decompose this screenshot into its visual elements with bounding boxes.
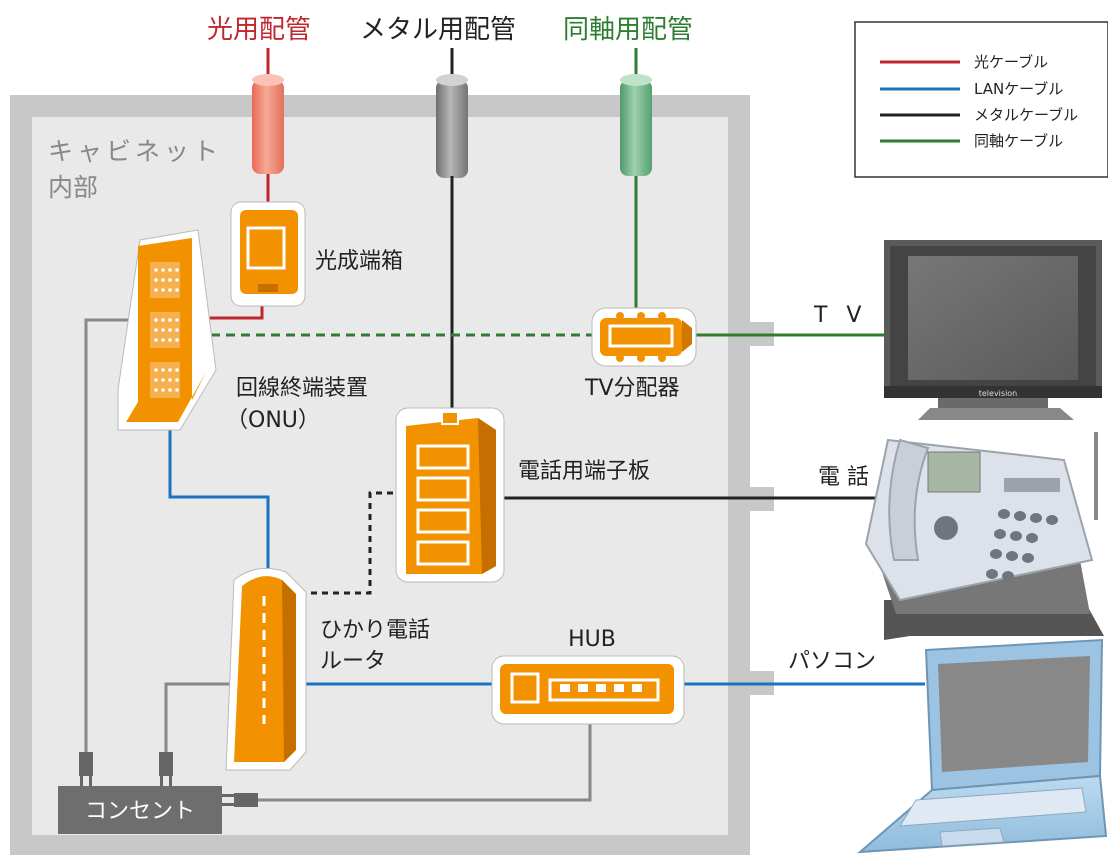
router-label-line1: ひかり電話 [320, 618, 430, 643]
legend-label-metal: メタルケーブル [974, 106, 1078, 124]
router-label-line2: ルータ [320, 649, 386, 674]
hub-label: HUB [568, 627, 616, 652]
optical-box-label: 光成端箱 [315, 249, 403, 274]
legend: 光ケーブル LANケーブル メタルケーブル 同軸ケーブル [854, 21, 1108, 178]
coaxial-conduit-label: 同軸用配管 [563, 15, 693, 45]
hikari-phone-router [225, 567, 307, 771]
laptop [857, 638, 1108, 854]
telephone [864, 432, 1104, 640]
cabinet [10, 95, 774, 855]
phone-terminal-board [395, 407, 505, 583]
onu-device [117, 229, 217, 431]
tv-brand-label: television [979, 389, 1018, 398]
outlet-label: コンセント [85, 799, 195, 824]
power-plugs [79, 752, 258, 807]
metal-conduit-label: メタル用配管 [360, 15, 516, 45]
coaxial-conduit [620, 48, 652, 176]
tv-splitter [591, 307, 697, 367]
lan-hub [491, 655, 685, 725]
metal-conduit [436, 48, 468, 178]
tv-splitter-label: TV分配器 [584, 376, 680, 401]
pc-label: パソコン [788, 649, 876, 674]
legend-label-coax: 同軸ケーブル [974, 132, 1063, 150]
phone-label: 電 話 [818, 465, 869, 490]
plug-icon [79, 752, 93, 788]
onu-label-line2: （ONU） [226, 408, 320, 433]
optical-conduit-label: 光用配管 [207, 15, 311, 45]
tv-label: T V [813, 303, 867, 328]
onu-label-line1: 回線終端装置 [236, 376, 368, 401]
plug-icon [222, 793, 258, 807]
plug-icon [159, 752, 173, 788]
phone-board-label: 電話用端子板 [518, 459, 650, 484]
power-outlet [58, 786, 222, 834]
television [884, 240, 1102, 420]
optical-termination-box [230, 201, 306, 307]
legend-label-lan: LANケーブル [974, 80, 1063, 98]
cabinet-label-line2: 内部 [48, 173, 98, 202]
legend-label-optical: 光ケーブル [974, 53, 1048, 71]
cabinet-label-line1: キャビネット [48, 137, 222, 166]
